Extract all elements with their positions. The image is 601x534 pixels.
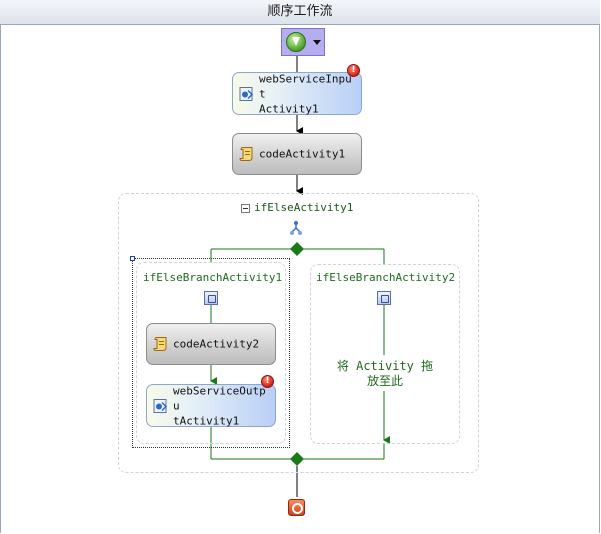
ifelse-activity-container[interactable]: [118, 193, 479, 473]
ifelse-branch-2[interactable]: [310, 264, 460, 444]
ifelse-branch-1[interactable]: [136, 262, 286, 444]
error-icon[interactable]: !: [261, 375, 274, 388]
designer-title: 顺序工作流: [0, 0, 600, 25]
webservice-output-activity[interactable]: webServiceOutpu tActivity1: [146, 384, 276, 427]
branch-1-icon: [204, 291, 218, 305]
code-activity-1[interactable]: codeActivity1: [232, 133, 362, 175]
activity-label: webServiceOutpu tActivity1: [173, 384, 266, 427]
activity-label: webServiceInput Activity1: [259, 72, 352, 115]
selection-frame: [132, 258, 290, 448]
branch-2-label: ifElseBranchActivity2: [316, 271, 456, 284]
stop-icon: [288, 499, 305, 516]
green-down-arrow-icon: [286, 32, 306, 52]
ifelse-branch-icon: [290, 221, 302, 235]
code-scroll-icon: [239, 147, 253, 161]
webservice-input-activity[interactable]: webServiceInput Activity1: [232, 72, 362, 115]
code-scroll-icon: [153, 337, 167, 351]
activity-label: codeActivity1: [259, 147, 346, 161]
code-activity-2[interactable]: codeActivity2: [146, 323, 276, 365]
branch-bottom-diamond: [290, 452, 304, 466]
chevron-down-icon: [313, 40, 321, 45]
webservice-icon: [153, 398, 168, 413]
collapse-icon[interactable]: [241, 204, 250, 213]
designer-frame: [0, 24, 600, 533]
error-icon[interactable]: !: [347, 64, 360, 77]
start-dropdown-button[interactable]: [281, 28, 325, 56]
branch-top-diamond: [290, 242, 304, 256]
ifelse-label: ifElseActivity1: [254, 201, 354, 214]
branch-2-icon: [377, 291, 391, 305]
activity-label: codeActivity2: [173, 337, 260, 351]
branch-1-label: ifElseBranchActivity1: [143, 271, 283, 284]
selection-handle[interactable]: [130, 256, 135, 261]
drop-target-text[interactable]: 将 Activity 拖 放至此: [336, 359, 434, 388]
webservice-icon: [239, 86, 254, 101]
